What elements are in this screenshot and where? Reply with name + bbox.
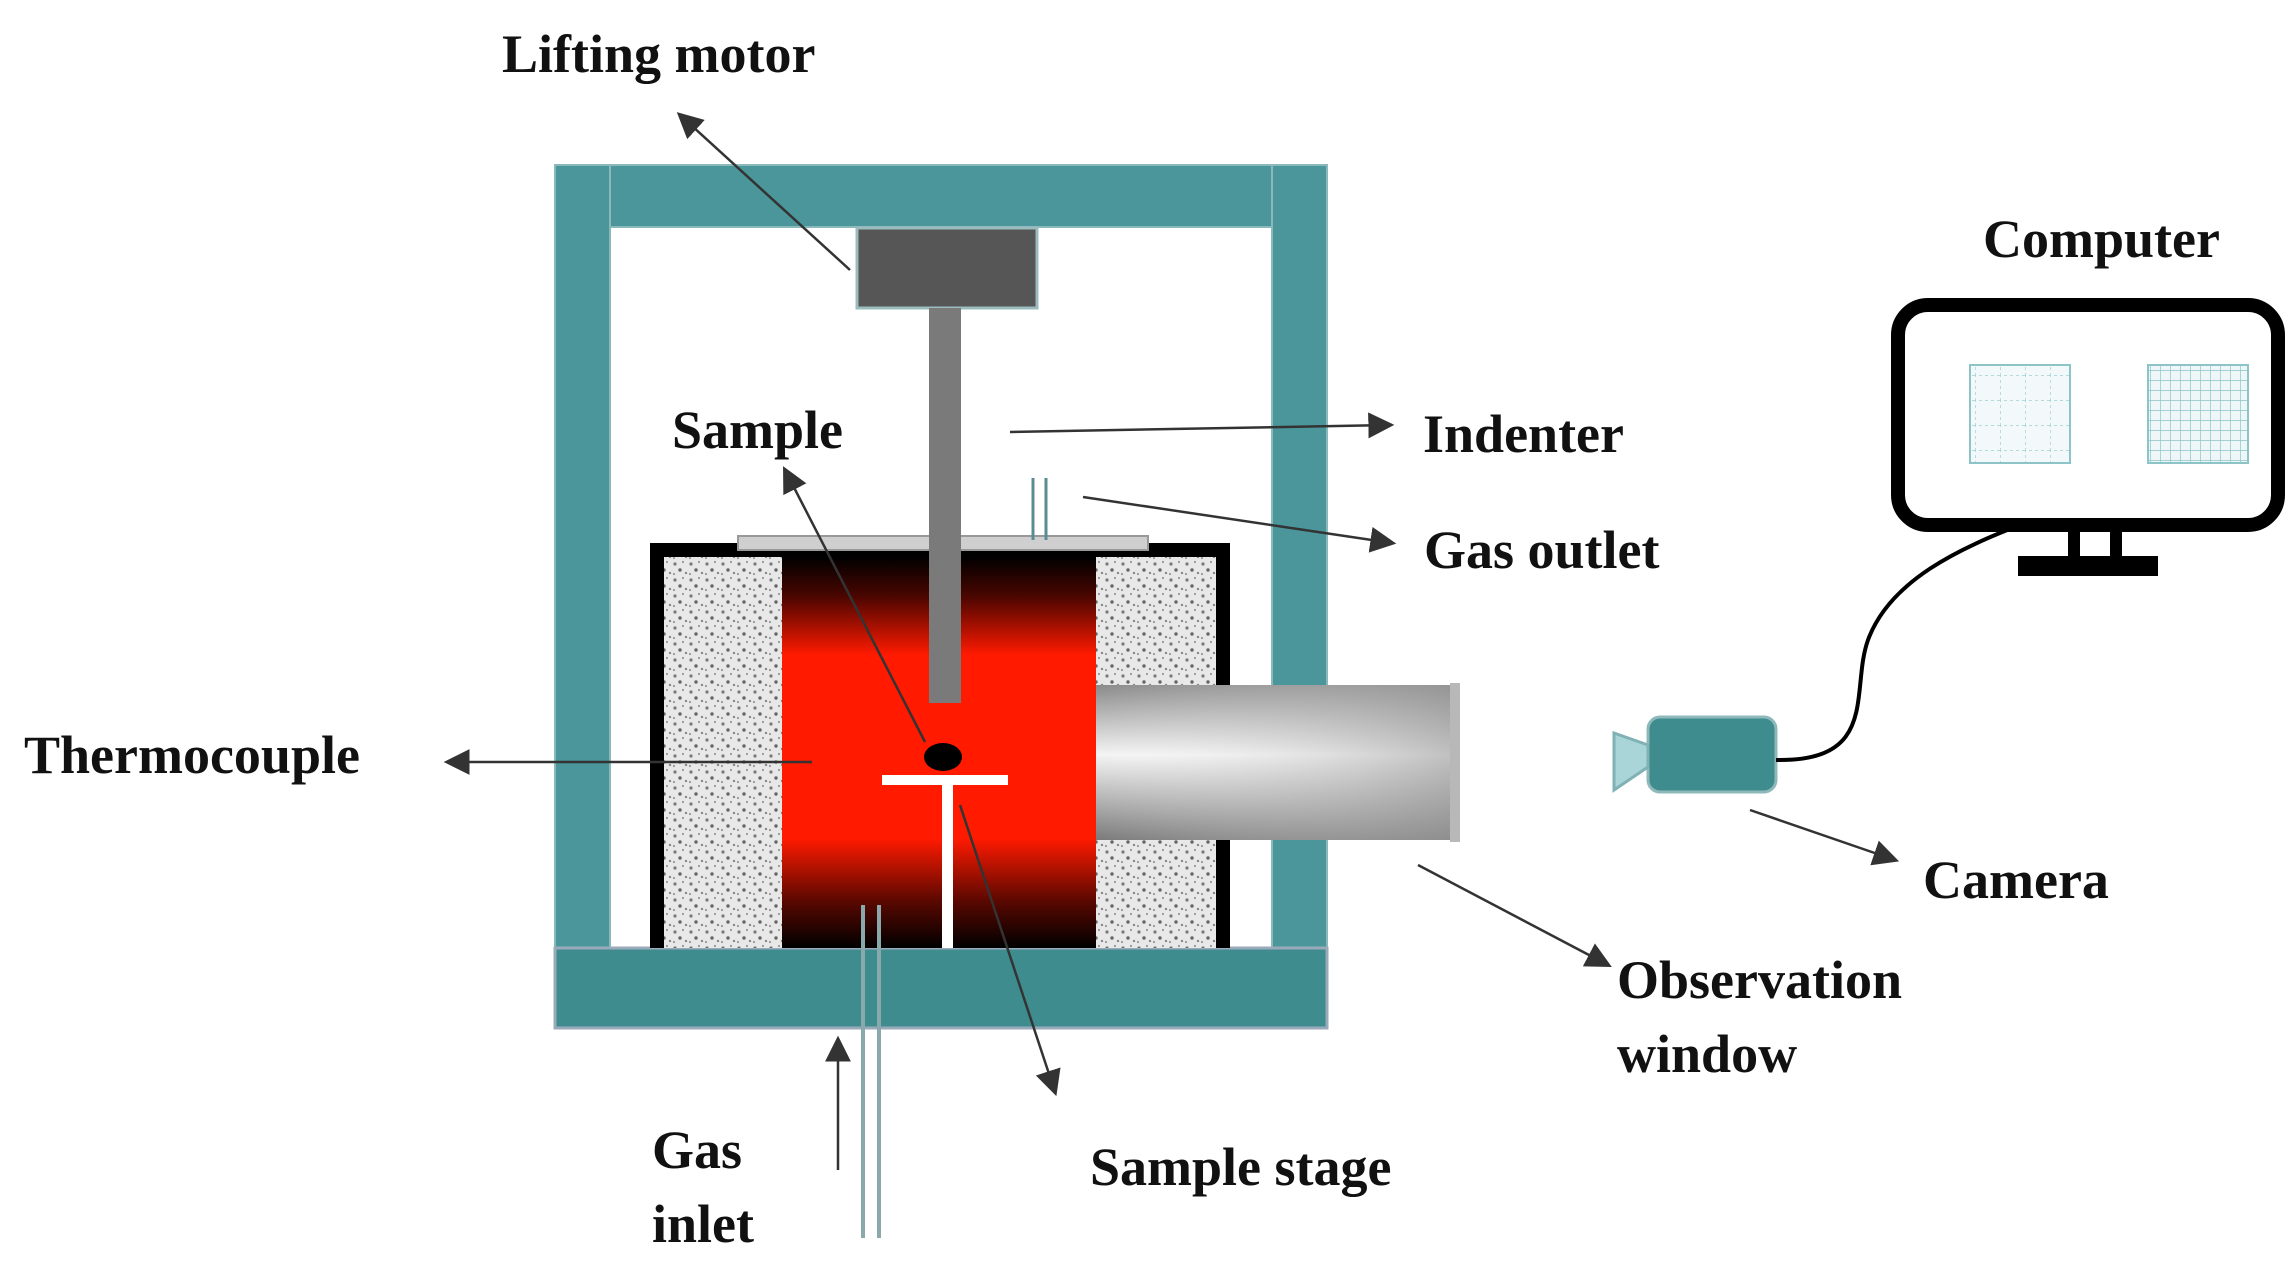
label-sample: Sample <box>672 400 843 460</box>
computer <box>1891 298 2285 576</box>
arrow-sample <box>783 466 927 743</box>
label-thermocouple: Thermocouple <box>24 725 360 785</box>
arrow-camera <box>1749 808 1900 866</box>
label-observation-line1: Observation <box>1617 950 1902 1010</box>
frame-left <box>554 164 611 961</box>
lifting-motor-block <box>855 226 1039 310</box>
label-gas-inlet-line2: inlet <box>652 1194 754 1254</box>
sample-pellet <box>924 743 962 771</box>
label-lifting-motor: Lifting motor <box>502 24 815 84</box>
label-observation-line2: window <box>1617 1024 1797 1084</box>
gas-outlet-tubes <box>1031 478 1048 540</box>
label-gas-inlet-line1: Gas <box>652 1120 742 1180</box>
label-sample-stage: Sample stage <box>1090 1137 1391 1197</box>
leader-arrows <box>443 112 1900 1170</box>
insulation-left <box>664 557 782 948</box>
observation-tube <box>1096 683 1460 842</box>
camera-lens <box>1612 730 1650 793</box>
gas-inlet-tubes <box>861 905 881 1238</box>
camera-cable <box>1775 521 2026 763</box>
monitor-base <box>2018 556 2158 576</box>
label-computer: Computer <box>1983 209 2220 269</box>
label-indenter: Indenter <box>1423 404 1624 464</box>
indenter-rod <box>929 308 961 703</box>
arrow-observation-window <box>1417 863 1612 968</box>
screen-image-left <box>1969 364 2071 464</box>
frame-right <box>1271 164 1328 961</box>
frame-base <box>553 946 1329 1030</box>
arrow-gas-outlet <box>1082 495 1397 553</box>
arrow-indenter <box>1009 412 1395 439</box>
monitor-stand-left <box>2068 525 2080 557</box>
tube-shading <box>1096 685 1458 840</box>
screen-image-right <box>2147 364 2249 464</box>
arrow-sample-stage <box>958 804 1061 1097</box>
camera <box>1612 715 1778 794</box>
monitor <box>1891 298 2285 532</box>
outer-frame <box>553 164 1329 1030</box>
camera-body <box>1646 715 1778 794</box>
monitor-stand-right <box>2110 525 2122 557</box>
frame-top <box>554 164 1328 228</box>
sample-stage <box>882 775 1008 948</box>
label-gas-outlet: Gas outlet <box>1424 520 1660 580</box>
arrow-lifting-motor <box>676 112 851 271</box>
furnace <box>650 535 1230 948</box>
tube-rim <box>1450 683 1460 842</box>
label-camera: Camera <box>1923 850 2109 910</box>
